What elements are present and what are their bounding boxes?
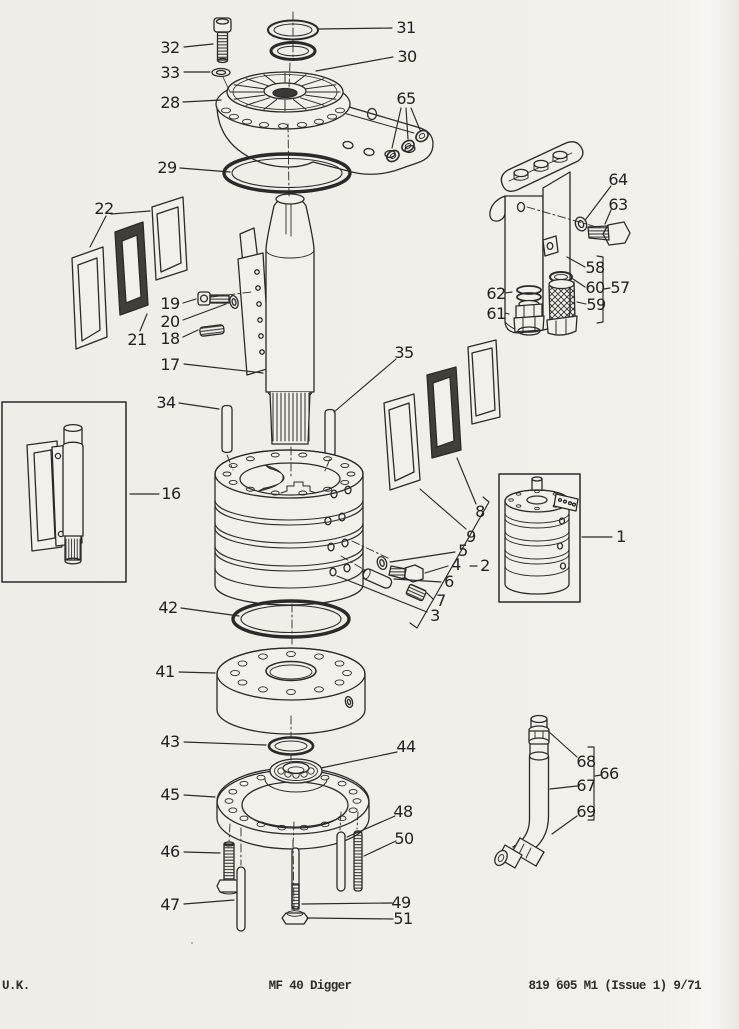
washer-20 — [229, 294, 239, 310]
end-cover-41 — [216, 647, 366, 735]
nut-51 — [281, 910, 309, 925]
scan-specks — [191, 942, 560, 982]
leader-lines — [89, 27, 613, 920]
hose-67 — [512, 751, 550, 855]
callout-65: 65 — [396, 89, 416, 108]
callout-48: 48 — [393, 802, 413, 821]
callout-3: 3 — [430, 606, 440, 625]
callout-18: 18 — [160, 329, 180, 348]
gasket-21-dark — [114, 221, 149, 316]
callout-66: 66 — [599, 764, 619, 783]
footer-publication-ref: 819 605 M1 (Issue 1) 9/71 — [528, 979, 701, 993]
shaft-17 — [237, 193, 315, 445]
elbow-69 — [494, 837, 545, 869]
callout-43: 43 — [160, 732, 180, 751]
pin-47 — [236, 866, 246, 932]
callout-60: 60 — [585, 278, 605, 297]
housing-28 — [215, 71, 434, 175]
callout-49: 49 — [391, 893, 411, 912]
filter-59 — [546, 278, 578, 336]
callout-6: 6 — [444, 572, 454, 591]
gasket-8-inner — [467, 339, 501, 425]
callout-68: 68 — [576, 752, 596, 771]
callout-63: 63 — [608, 195, 628, 214]
hex-plug — [513, 150, 568, 181]
bolt-19 — [197, 291, 230, 306]
callout-64: 64 — [608, 170, 628, 189]
base-flange-45 — [216, 767, 370, 850]
callout-1: 1 — [616, 527, 626, 546]
callout-28: 28 — [160, 93, 180, 112]
bolt-4 — [388, 564, 424, 583]
o-ring-42 — [231, 599, 351, 639]
callout-17: 17 — [160, 355, 180, 374]
callout-32: 32 — [160, 38, 180, 57]
fitting-61 — [513, 299, 545, 336]
callout-30: 30 — [397, 47, 417, 66]
seals-65 — [386, 129, 429, 163]
washer-5 — [376, 556, 388, 570]
callout-8: 8 — [475, 502, 485, 521]
dowel-pin-35 — [324, 408, 336, 458]
callout-50: 50 — [394, 829, 414, 848]
o-ring-29 — [222, 152, 352, 194]
callout-9: 9 — [466, 527, 476, 546]
callout-33: 33 — [160, 63, 180, 82]
detail-box-16 — [1, 401, 127, 583]
footer-model-title: MF 40 Digger — [268, 979, 352, 993]
callout-20: 20 — [160, 312, 180, 331]
o-ring-43 — [267, 736, 315, 756]
stud-18 — [199, 324, 225, 337]
callout-58: 58 — [585, 258, 605, 277]
callout-34: 34 — [156, 393, 176, 412]
callout-7: 7 — [436, 591, 446, 610]
bearing-44 — [269, 758, 323, 784]
centerlines — [210, 11, 601, 911]
callout-22: 22 — [94, 199, 114, 218]
gasket-22-inner — [151, 196, 188, 281]
footer-region-code: U.K. — [2, 979, 30, 993]
hose-fitting-68 — [528, 714, 550, 756]
gasket-8-dark — [426, 366, 462, 459]
callout-2: 2 — [480, 556, 490, 575]
bolt-63 — [587, 221, 631, 246]
callout-61: 61 — [486, 304, 506, 323]
callout-51: 51 — [393, 909, 413, 928]
callout-42: 42 — [158, 598, 178, 617]
plug-7 — [405, 583, 427, 602]
callout-35: 35 — [394, 343, 414, 362]
callout-19: 19 — [160, 294, 180, 313]
sleeve-6 — [362, 568, 393, 589]
callout-47: 47 — [160, 895, 180, 914]
callout-45: 45 — [160, 785, 180, 804]
rotor-stack — [214, 449, 364, 606]
callout-31: 31 — [396, 18, 416, 37]
stud-48 — [336, 831, 346, 892]
callout-4: 4 — [451, 555, 461, 574]
callout-44: 44 — [396, 737, 416, 756]
callout-16: 16 — [161, 484, 181, 503]
callout-46: 46 — [160, 842, 180, 861]
callout-29: 29 — [157, 158, 177, 177]
callout-67: 67 — [576, 776, 596, 795]
callout-57: 57 — [610, 278, 630, 297]
bolt-32 — [213, 17, 232, 64]
gasket-9 — [383, 393, 421, 491]
detail-box-1 — [498, 473, 581, 603]
dowel-pin-34 — [221, 404, 233, 454]
pivot-shaft — [62, 423, 84, 565]
washer-33 — [211, 67, 231, 93]
callout-41: 41 — [155, 662, 175, 681]
gasket-22-outer — [71, 246, 108, 350]
callout-62: 62 — [486, 284, 506, 303]
callout-5: 5 — [458, 541, 468, 560]
stud-50 — [353, 830, 363, 892]
callout-69: 69 — [576, 802, 596, 821]
callout-21: 21 — [127, 330, 147, 349]
callout-59: 59 — [586, 295, 606, 314]
